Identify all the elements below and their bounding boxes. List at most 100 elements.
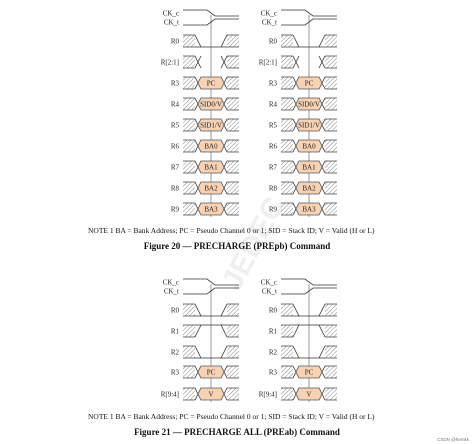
fig20-p1-r0-hatch-left — [183, 35, 195, 47]
fig21-p1-r3-hatch-left — [183, 366, 195, 378]
fig21-p1-r1-hatch-left — [183, 325, 195, 337]
fig20-p2-r5-cell — [295, 118, 323, 132]
fig20-p2-r0-level — [292, 34, 326, 48]
fig21-p2-r1-hatch-left — [281, 325, 293, 337]
fig20-p2-r6-cell-text: BA0 — [302, 143, 316, 151]
fig20-p2-r7-hatch-left — [281, 161, 293, 173]
fig21-p1-r-9-4-cell-text: V — [208, 391, 213, 399]
fig21-p2-r2-hatch-left — [281, 346, 293, 358]
fig21-p2-r3-cell — [295, 365, 323, 379]
fig21-p2-r0-hatch-right — [325, 304, 337, 316]
fig21-p1-r3-cell — [197, 365, 225, 379]
fig20-p2-r5-cell-text: SID1/V — [298, 122, 320, 130]
fig20-p1-r4-label: R4 — [171, 101, 180, 109]
fig21-p1-r2-hatch-left — [183, 346, 195, 358]
fig21-p1-r2-hatch-right — [227, 346, 239, 358]
fig20-p1-r5-cell — [197, 118, 225, 132]
fig20-p1-r4-hatch-left — [183, 98, 195, 110]
fig21-p1-r1-hatch-right — [227, 325, 239, 337]
fig20-p1-r8-hatch-left — [183, 182, 195, 194]
fig20-p2-r0-label: R0 — [269, 38, 278, 46]
fig20-p2-r7-label: R7 — [269, 164, 278, 172]
fig20-p2-r8-label: R8 — [269, 185, 278, 193]
fig20-p1-r7-hatch-right — [227, 161, 239, 173]
fig20-p1-r8-cell-text: BA2 — [204, 185, 218, 193]
figure-21-note: NOTE 1 BA = Bank Address; PC = Pseudo Ch… — [88, 412, 375, 421]
fig20-p1-r9-hatch-left — [183, 203, 195, 215]
fig20-p1-r-2-1-hatch-right — [227, 56, 239, 68]
fig20-p2-r7-cell-text: BA1 — [302, 164, 316, 172]
fig20-p1-r6-cell-text: BA0 — [204, 143, 218, 151]
fig20-p2-r4-hatch-right — [325, 98, 337, 110]
fig21-p2-ck-t-waveform — [281, 287, 337, 295]
fig21-p2-r2-label: R2 — [269, 349, 278, 357]
fig21-p2-r0-hatch-left — [281, 304, 293, 316]
fig21-p1-r-9-4-hatch-left — [183, 388, 195, 400]
fig21-p1-r-9-4-label: R[9:4] — [161, 391, 179, 399]
fig20-p2-r3-cell — [295, 76, 323, 90]
fig20-p2-r9-cell — [295, 202, 323, 216]
fig20-p1-r3-cell — [197, 76, 225, 90]
fig21-p1-r0-level — [194, 303, 228, 317]
fig21-p1-ck-t-label: CK_t — [164, 288, 179, 296]
fig21-p2-r2-level — [292, 345, 326, 359]
fig20-p1-r6-cell — [197, 139, 225, 153]
fig21-p2-r-9-4-label: R[9:4] — [259, 391, 277, 399]
fig20-p1-r6-hatch-left — [183, 140, 195, 152]
fig21-p1-ck-t-waveform — [183, 287, 239, 295]
fig20-p2-ck-t-waveform — [281, 18, 337, 26]
fig20-p1-r6-hatch-right — [227, 140, 239, 152]
fig20-p1-r3-label: R3 — [171, 80, 180, 88]
fig20-p2-r4-cell — [295, 97, 323, 111]
fig20-p2-r3-cell-text: PC — [305, 80, 314, 88]
fig21-p2-r3-label: R3 — [269, 369, 278, 377]
fig20-p2-r-2-1-hatch-right — [325, 56, 337, 68]
fig20-p1-r7-cell — [197, 160, 225, 174]
fig21-p2-ck-c-waveform — [281, 278, 337, 286]
fig20-p2-r9-hatch-left — [281, 203, 293, 215]
fig20-p1-r9-cell-text: BA3 — [204, 206, 218, 214]
fig20-p1-r4-cell-text: SID0/V — [200, 101, 222, 109]
fig21-p1-r3-label: R3 — [171, 369, 180, 377]
fig20-p1-r7-cell-text: BA1 — [204, 164, 218, 172]
fig20-p2-r8-hatch-left — [281, 182, 293, 194]
fig20-p2-r4-label: R4 — [269, 101, 278, 109]
fig20-p1-r5-hatch-left — [183, 119, 195, 131]
fig20-p2-r8-cell-text: BA2 — [302, 185, 316, 193]
fig21-p1-r1-level — [194, 324, 228, 338]
fig20-p1-r7-label: R7 — [171, 164, 180, 172]
fig20-p1-ck-c-waveform — [183, 9, 239, 17]
fig20-p1-r3-hatch-left — [183, 77, 195, 89]
figure-20-caption: Figure 20 — PRECHARGE (PREpb) Command — [144, 241, 331, 251]
fig21-p2-r1-level — [292, 324, 326, 338]
fig20-p2-r3-hatch-left — [281, 77, 293, 89]
fig20-p1-r0-hatch-right — [227, 35, 239, 47]
fig20-p2-r-2-1-label: R[2:1] — [259, 59, 277, 67]
fig20-p2-r8-cell — [295, 181, 323, 195]
fig20-p1-r9-cell — [197, 202, 225, 216]
fig20-p2-r-2-1-hatch-left — [281, 56, 293, 68]
fig21-p1-r3-cell-text: PC — [207, 369, 216, 377]
fig20-p2-r0-hatch-left — [281, 35, 293, 47]
fig21-p1-r-9-4-cell — [197, 387, 225, 401]
fig20-p1-r4-cell — [197, 97, 225, 111]
fig21-p1-r3-hatch-right — [227, 366, 239, 378]
fig21-p2-r-9-4-cell-text: V — [306, 391, 311, 399]
fig20-p1-r3-cell-text: PC — [207, 80, 216, 88]
fig20-p1-r9-hatch-right — [227, 203, 239, 215]
fig20-p1-r7-hatch-left — [183, 161, 195, 173]
fig21-p2-ck-t-label: CK_t — [262, 288, 277, 296]
fig20-p1-ck-t-label: CK_t — [164, 19, 179, 27]
fig20-p2-r6-label: R6 — [269, 143, 278, 151]
fig20-p2-r4-hatch-left — [281, 98, 293, 110]
fig20-p2-r8-hatch-right — [325, 182, 337, 194]
fig20-p1-r5-hatch-right — [227, 119, 239, 131]
fig20-p2-r9-cell-text: BA3 — [302, 206, 316, 214]
fig21-p1-r1-label: R1 — [171, 328, 180, 336]
fig20-p2-r6-hatch-left — [281, 140, 293, 152]
fig21-p2-r1-label: R1 — [269, 328, 278, 336]
fig21-p2-r2-hatch-right — [325, 346, 337, 358]
fig20-p2-r5-hatch-right — [325, 119, 337, 131]
